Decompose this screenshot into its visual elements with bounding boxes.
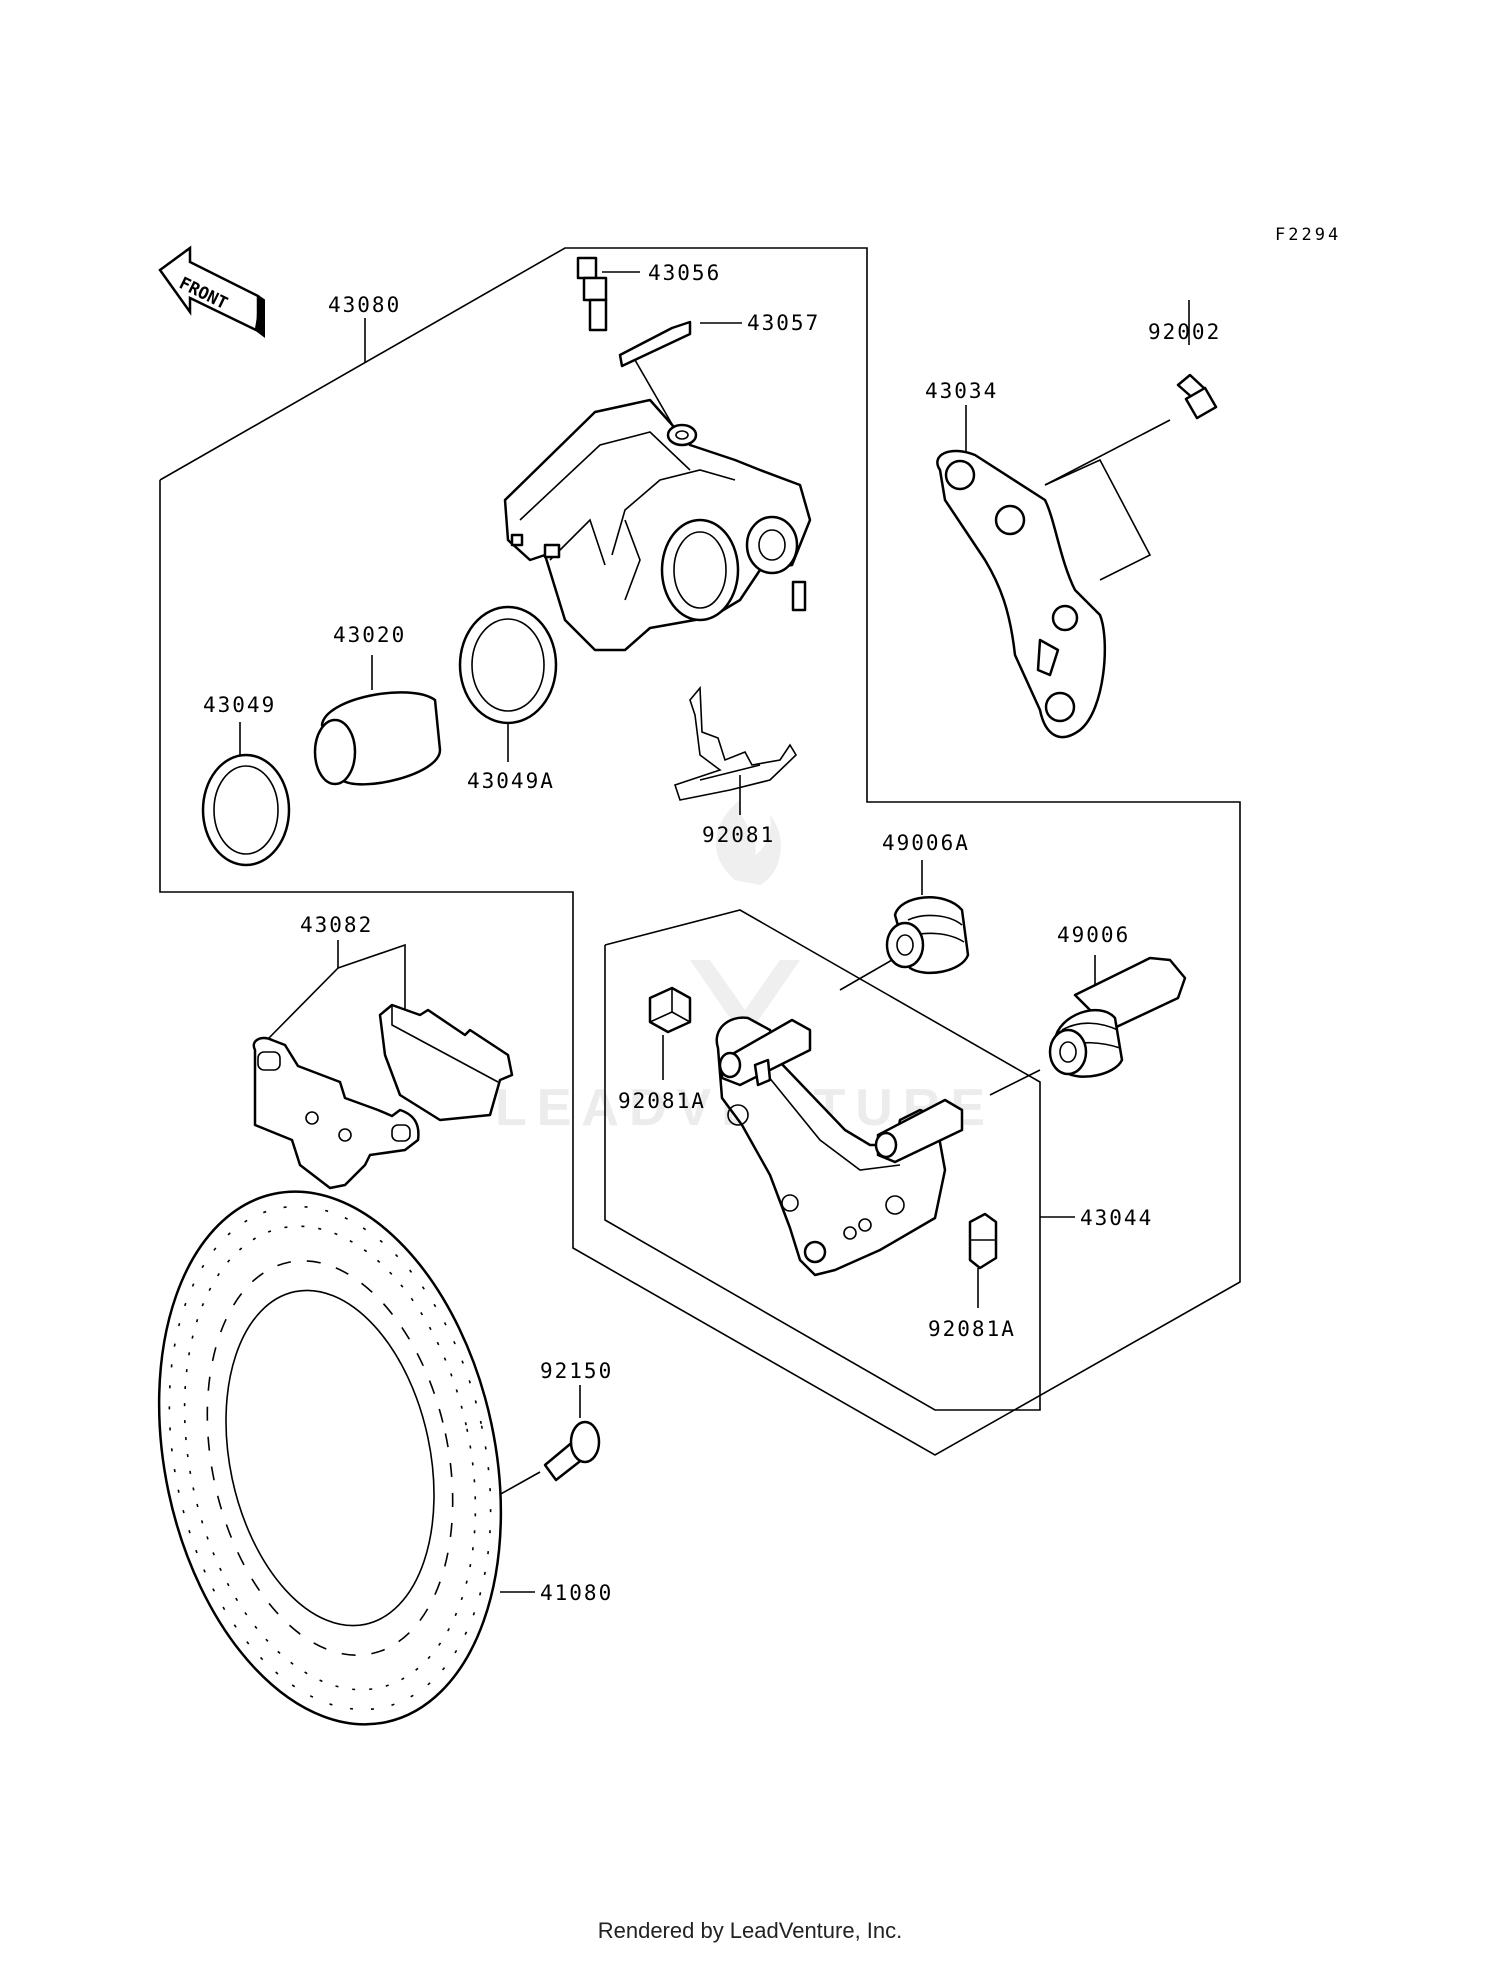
clip-92081A-left: [648, 986, 692, 1080]
label-41080: 41080: [540, 1581, 613, 1605]
label-49006: 49006: [1057, 923, 1130, 947]
front-arrow-icon: FRONT: [158, 245, 265, 338]
boot-49006A: [839, 860, 970, 991]
clip-92081A-right: [968, 1212, 998, 1308]
seal-43049: [201, 722, 291, 867]
label-43044: 43044: [1080, 1206, 1153, 1230]
caliper-bracket-43044: [715, 1016, 1075, 1277]
bleeder-valve-43056: [576, 256, 640, 332]
label-43020: 43020: [333, 623, 406, 647]
spring-92081: [673, 685, 798, 815]
footer-credit: Rendered by LeadVenture, Inc.: [597, 1918, 903, 1943]
label-43082: 43082: [300, 913, 373, 937]
label-49006A: 49006A: [882, 831, 970, 855]
label-43057: 43057: [747, 311, 820, 335]
seal-43049A: [458, 605, 558, 762]
bolt-92150: [489, 1385, 601, 1501]
bracket-assembly-box: [604, 909, 1041, 1411]
label-43049A: 43049A: [467, 769, 555, 793]
label-92150: 92150: [540, 1359, 613, 1383]
label-92002: 92002: [1148, 320, 1221, 344]
figure-code: F2294: [1275, 225, 1341, 245]
caliper-body: [503, 398, 812, 652]
pin-49006: [989, 955, 1187, 1096]
label-92081A-right: 92081A: [928, 1317, 1016, 1341]
brake-disc-41080: [157, 1190, 535, 1726]
label-43056: 43056: [648, 261, 721, 285]
piston-43020: [313, 655, 442, 786]
label-43049: 43049: [203, 693, 276, 717]
bolt-92002: [1044, 300, 1218, 486]
part-labels: 43080 43056 43057 92002 43034 43020 4304…: [203, 261, 1221, 1605]
torque-link-43034: [936, 405, 1152, 739]
brake-pads-43082: [252, 940, 514, 1190]
label-92081A-left: 92081A: [618, 1089, 706, 1113]
label-43034: 43034: [925, 379, 998, 403]
caliper-assembly-box: [159, 247, 1241, 1456]
label-92081: 92081: [702, 823, 775, 847]
label-43080: 43080: [328, 293, 401, 317]
